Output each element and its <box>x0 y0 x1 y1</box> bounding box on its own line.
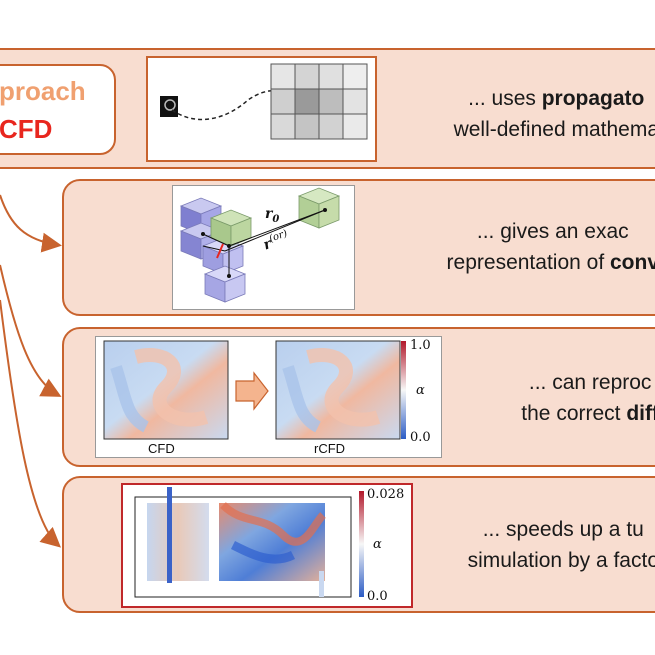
panel3-line2-pre: the correct <box>521 402 627 425</box>
propagator-graphic <box>160 63 368 140</box>
panel2-line2-bold: conv <box>609 251 655 274</box>
convection-graphic <box>179 187 341 303</box>
caption-rcfd: rCFD <box>314 441 346 456</box>
cbar1-symbol: α <box>416 383 425 398</box>
diffusion-graphic <box>103 340 406 440</box>
panel1-text: ... uses propagato well-defined mathema <box>454 83 655 145</box>
cbar2-max: 0.028 <box>367 487 405 502</box>
panel2-text: ... gives an exac representation of conv <box>447 216 655 278</box>
panel4-text: ... speeds up a tu simulation by a facto <box>468 514 655 576</box>
arrow-to-panel4 <box>0 299 61 548</box>
cbar2-symbol: α <box>373 537 382 552</box>
arrow-to-panel2 <box>0 194 62 253</box>
propagator-figure <box>146 56 377 162</box>
approach-box: proach CFD <box>0 64 116 155</box>
speedup-graphic <box>134 487 364 598</box>
panel-convection <box>62 179 655 316</box>
label-r0-main: r <box>265 206 273 222</box>
label-r0: r0 <box>265 206 279 225</box>
caption-cfd: CFD <box>148 441 175 456</box>
approach-cfd: CFD <box>0 114 53 144</box>
panel1-line2: well-defined mathema <box>453 118 655 141</box>
convection-figure: r0 r(or) <box>172 185 355 310</box>
panel3-text: ... can reproc the correct diff <box>521 367 655 429</box>
panel4-line1: ... speeds up a tu <box>482 518 644 541</box>
panel2-line1: ... gives an exac <box>476 220 629 243</box>
label-r0-sub: 0 <box>272 213 280 225</box>
arrow-to-panel3 <box>0 264 62 397</box>
approach-title: proach <box>0 76 86 106</box>
panel3-line2-bold: diff <box>626 402 655 425</box>
panel1-line1-pre: ... uses <box>468 87 542 110</box>
diffusion-figure: CFD rCFD 1.0 α 0.0 <box>95 336 442 458</box>
panel1-line1-bold: propagato <box>541 87 645 110</box>
cbar1-max: 1.0 <box>410 338 431 353</box>
cbar2-min: 0.0 <box>367 589 388 604</box>
panel2-line2-pre: representation of <box>446 251 610 274</box>
cbar1-min: 0.0 <box>410 430 431 445</box>
panel4-line2: simulation by a facto <box>467 549 655 572</box>
speedup-figure: 0.028 α 0.0 <box>121 483 413 608</box>
panel3-line1: ... can reproc <box>528 371 652 394</box>
